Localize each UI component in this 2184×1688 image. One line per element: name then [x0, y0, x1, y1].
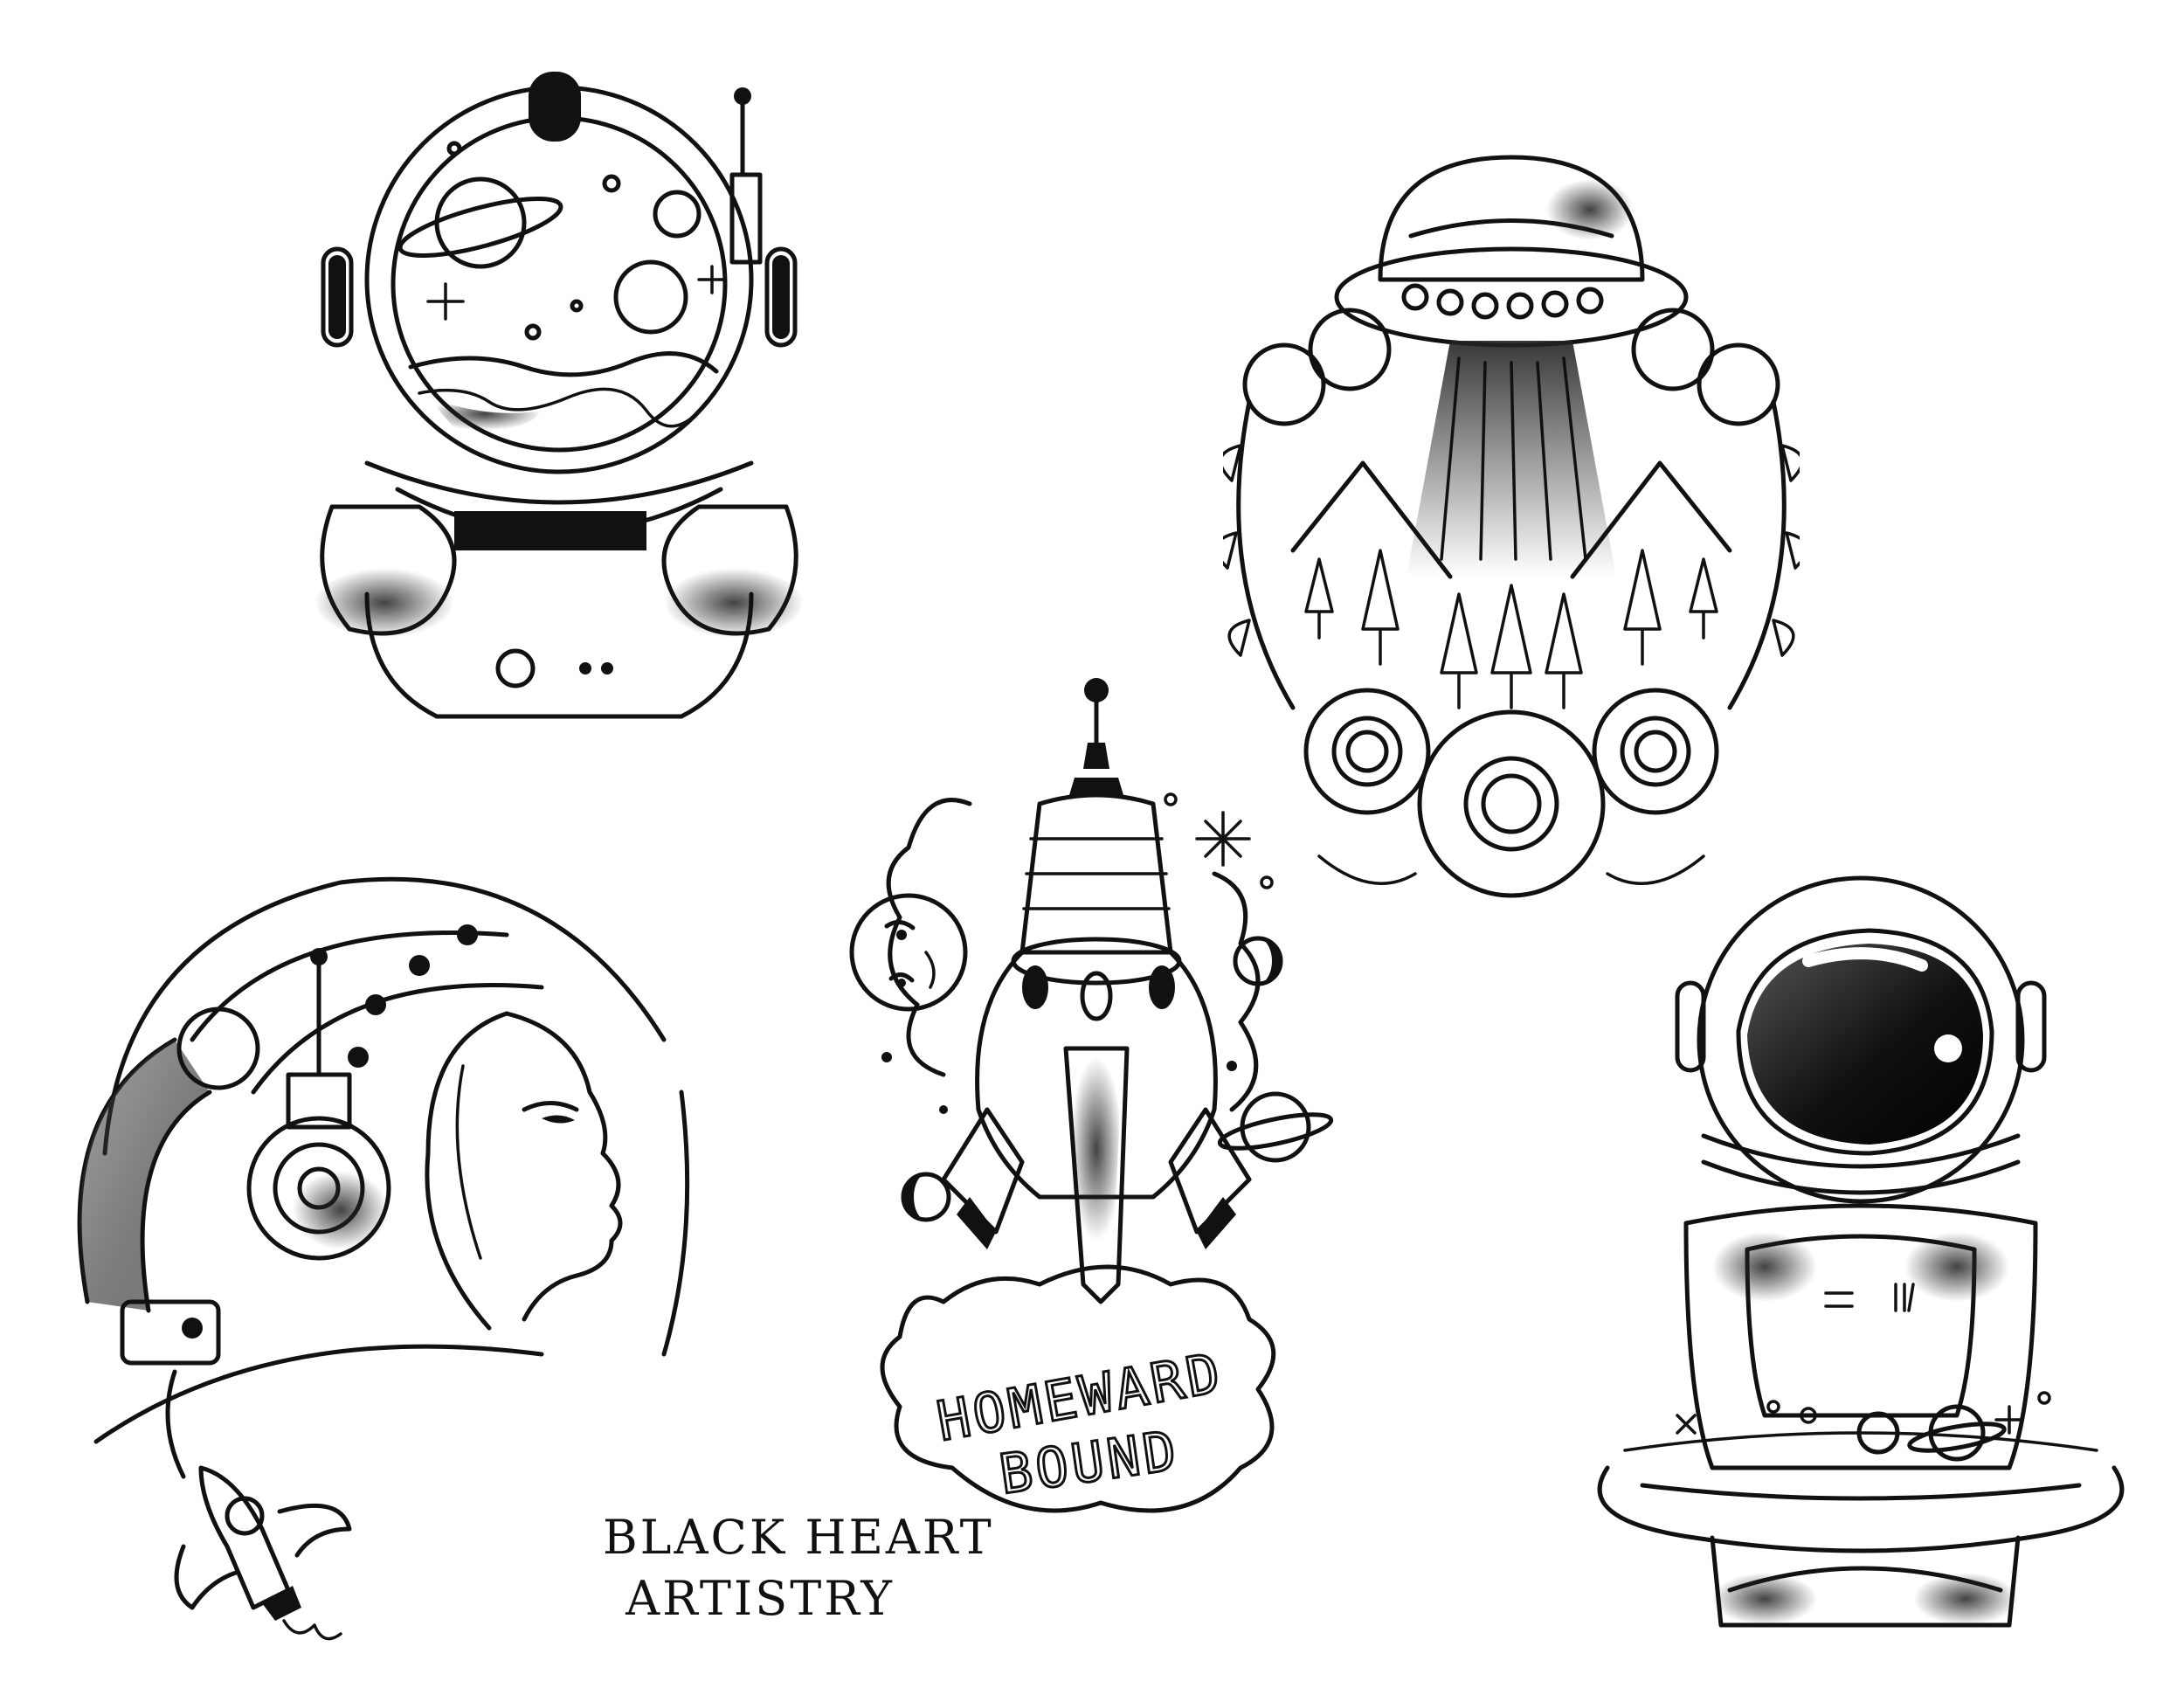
studio-name-line-1: BLACK HEART [603, 1510, 994, 1565]
woman-astronaut-drawing [77, 876, 690, 1641]
ufo-mountain-drawing [1223, 155, 1800, 898]
studio-name-line-2: ARTISTRY [625, 1571, 895, 1626]
astronaut-ring-drawing [1597, 875, 2125, 1628]
helmet-landscape-drawing [314, 72, 804, 719]
studio-signature: BLACK HEART ARTISTRY [603, 1507, 994, 1629]
rocket-homeward-drawing: HOMEWARD BOUND [849, 678, 1334, 1513]
